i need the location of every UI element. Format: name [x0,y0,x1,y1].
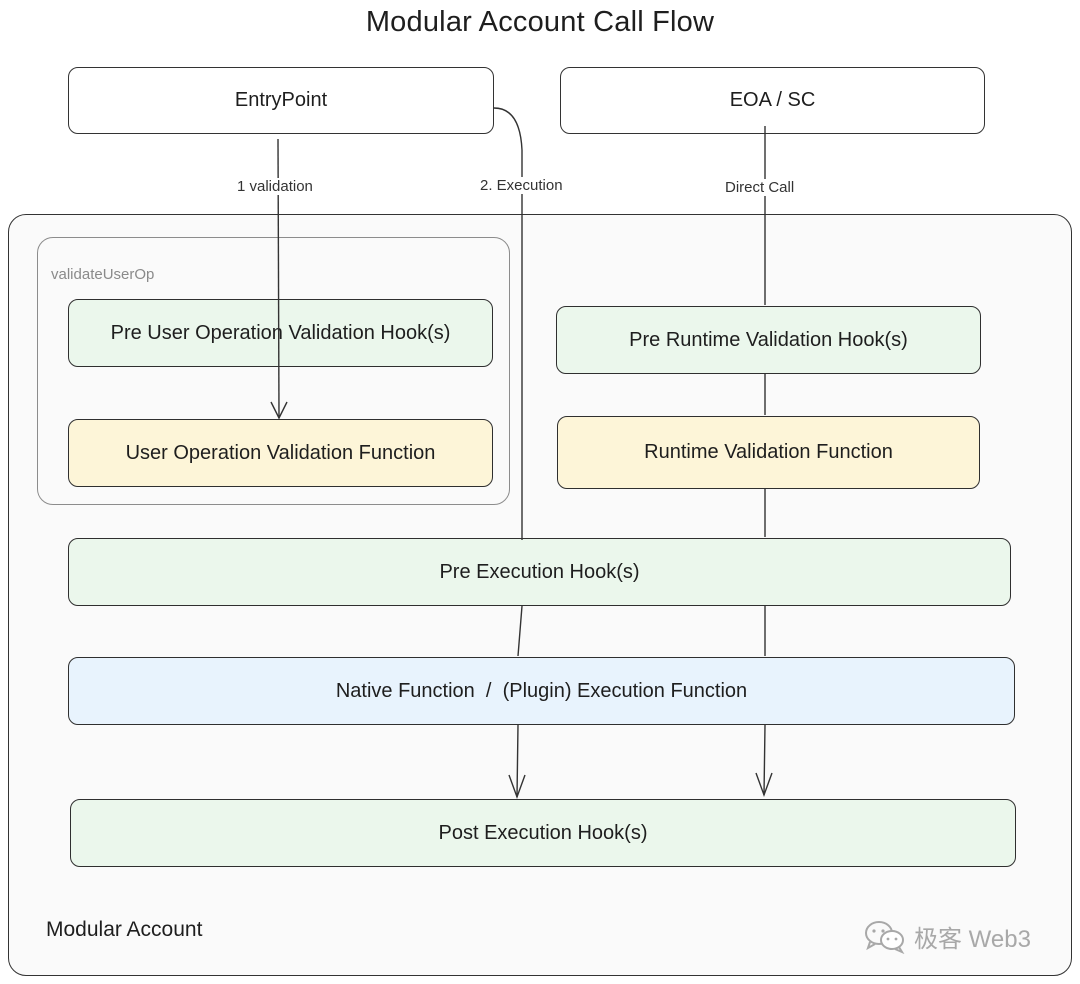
eoa-sc-label: EOA / SC [729,89,816,111]
post-execution-hooks-label: Post Execution Hook(s) [438,821,648,844]
post-execution-hooks-node: Post Execution Hook(s) [70,799,1016,867]
eoa-sc-node: EOA / SC [560,67,985,134]
pre-user-op-validation-hooks-label: Pre User Operation Validation Hook(s) [110,321,451,344]
diagram-title: Modular Account Call Flow [365,6,715,38]
modular-account-label: Modular Account [46,918,203,941]
pre-user-op-validation-hooks-node: Pre User Operation Validation Hook(s) [68,299,493,367]
wechat-icon [865,920,905,954]
validate-user-op-label: validateUserOp [51,266,155,283]
pre-execution-hooks-label: Pre Execution Hook(s) [439,560,640,583]
pre-execution-hooks-node: Pre Execution Hook(s) [68,538,1011,606]
user-op-validation-function-node: User Operation Validation Function [68,419,493,487]
entrypoint-label: EntryPoint [234,89,328,111]
pre-runtime-validation-hooks-label: Pre Runtime Validation Hook(s) [629,328,908,351]
validation-edge-label: 1 validation [234,178,316,195]
native-plugin-execution-function-label: Native Function / (Plugin) Execution Fun… [335,679,748,702]
watermark: 极客 Web3 [864,919,1031,954]
entrypoint-node: EntryPoint [68,67,494,134]
direct-call-edge-label: Direct Call [722,179,798,196]
user-op-validation-function-label: User Operation Validation Function [125,441,436,464]
runtime-validation-function-node: Runtime Validation Function [557,416,980,489]
execution-edge-label: 2. Execution [477,177,566,194]
pre-runtime-validation-hooks-node: Pre Runtime Validation Hook(s) [556,306,981,374]
watermark-text: 极客 Web3 [914,926,1031,953]
native-plugin-execution-function-node: Native Function / (Plugin) Execution Fun… [68,657,1015,725]
runtime-validation-function-label: Runtime Validation Function [644,441,893,463]
